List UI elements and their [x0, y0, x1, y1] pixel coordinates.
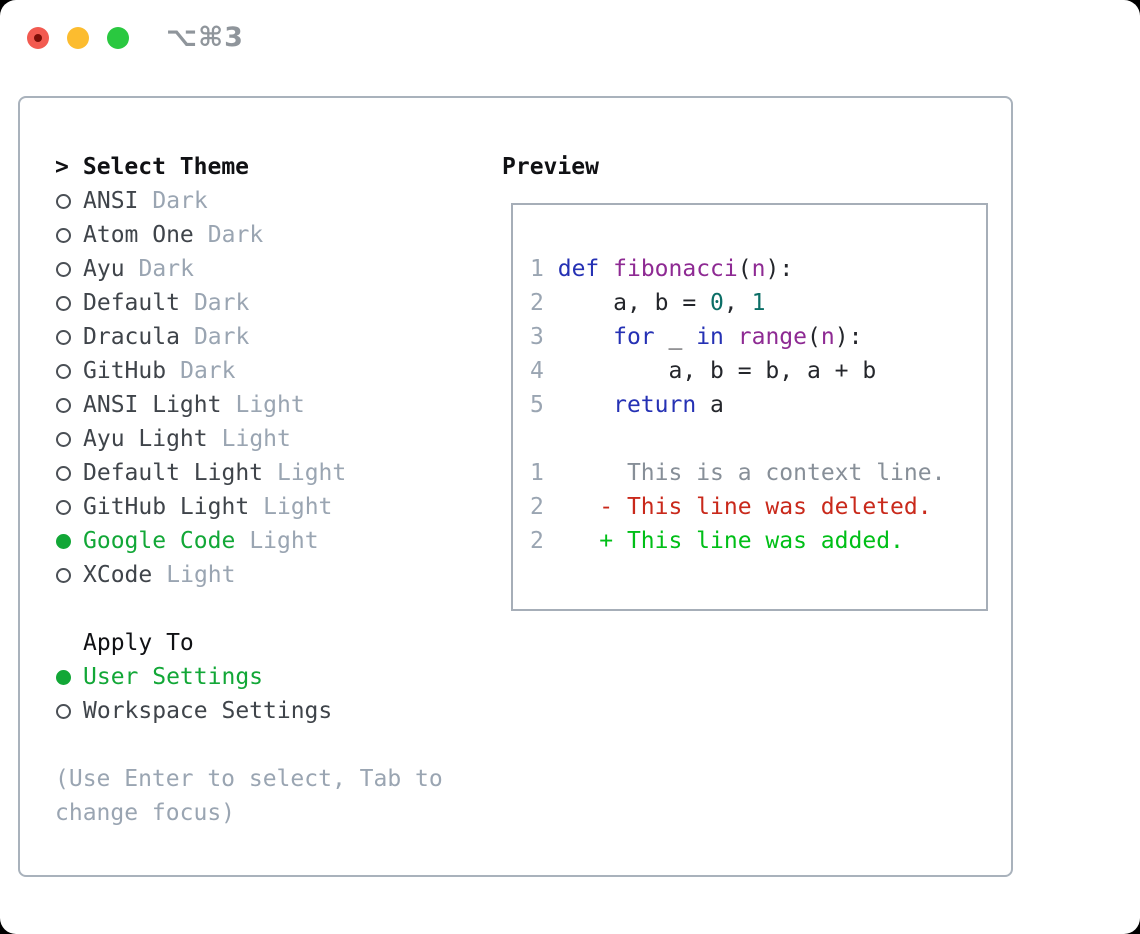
- radio-unselected-icon: [56, 227, 71, 243]
- help-text-line-2: change focus): [55, 800, 236, 826]
- preview-line-4: 4 a, b = b, a + b: [530, 358, 877, 384]
- radio-unselected-icon: [56, 261, 71, 277]
- radio-unselected-icon: [56, 397, 71, 413]
- apply-to-title: Apply To: [49, 626, 479, 660]
- select-theme-title: > Select Theme: [49, 150, 479, 184]
- radio-unselected-icon: [56, 567, 71, 583]
- apply-option-workspace-settings[interactable]: Workspace Settings: [49, 694, 479, 728]
- theme-option-default[interactable]: Default Dark: [49, 286, 479, 320]
- preview-box: 1 def fibonacci(n): 2 a, b = 0, 1 3 for _ …: [511, 203, 988, 611]
- preview-line-8: 2 - This line was deleted.: [530, 494, 932, 520]
- zoom-button[interactable]: [107, 27, 129, 49]
- window-shortcut-label: ⌥⌘3: [166, 22, 244, 53]
- preview-line-2: 2 a, b = 0, 1: [530, 290, 766, 316]
- theme-option-github[interactable]: GitHub Dark: [49, 354, 479, 388]
- radio-unselected-icon: [56, 295, 71, 311]
- theme-option-atom-one[interactable]: Atom One Dark: [49, 218, 479, 252]
- radio-selected-icon: [56, 669, 71, 685]
- preview-line-5: 5 return a: [530, 392, 724, 418]
- theme-option-default-light[interactable]: Default Light Light: [49, 456, 479, 490]
- theme-list: > Select Theme ANSI Dark Atom One Dark Ay…: [49, 150, 479, 830]
- radio-selected-icon: [56, 533, 71, 549]
- preview-title: Preview: [502, 154, 599, 180]
- select-theme-title-label: Select Theme: [82, 154, 250, 180]
- theme-option-ansi[interactable]: ANSI Dark: [49, 184, 479, 218]
- radio-unselected-icon: [56, 703, 71, 719]
- radio-unselected-icon: [56, 329, 71, 345]
- preview-line-6: [530, 422, 986, 456]
- theme-option-ayu[interactable]: Ayu Dark: [49, 252, 479, 286]
- preview-line-7: 1 This is a context line.: [530, 460, 946, 486]
- help-text-line-1: (Use Enter to select, Tab to: [55, 766, 443, 792]
- radio-unselected-icon: [56, 363, 71, 379]
- theme-option-xcode[interactable]: XCode Light: [49, 558, 479, 592]
- titlebar: ⌥⌘3: [0, 0, 1140, 76]
- minimize-button[interactable]: [67, 27, 89, 49]
- theme-option-github-light[interactable]: GitHub Light Light: [49, 490, 479, 524]
- radio-unselected-icon: [56, 431, 71, 447]
- radio-unselected-icon: [56, 499, 71, 515]
- theme-selector-panel: > Select Theme ANSI Dark Atom One Dark Ay…: [18, 96, 1013, 877]
- theme-option-google-code[interactable]: Google Code Light: [49, 524, 479, 558]
- apply-option-user-settings[interactable]: User Settings: [49, 660, 479, 694]
- theme-option-ansi-light[interactable]: ANSI Light Light: [49, 388, 479, 422]
- apply-to-title-label: Apply To: [83, 630, 194, 656]
- radio-unselected-icon: [56, 465, 71, 481]
- selection-caret-icon: >: [55, 154, 69, 180]
- theme-option-dracula[interactable]: Dracula Dark: [49, 320, 479, 354]
- close-dot-icon: [34, 34, 42, 42]
- theme-option-ayu-light[interactable]: Ayu Light Light: [49, 422, 479, 456]
- preview-line-1: 1 def fibonacci(n):: [530, 256, 794, 282]
- preview-line-9: 2 + This line was added.: [530, 528, 904, 554]
- close-button[interactable]: [27, 27, 49, 49]
- preview-line-3: 3 for _ in range(n):: [530, 324, 863, 350]
- radio-unselected-icon: [56, 193, 71, 209]
